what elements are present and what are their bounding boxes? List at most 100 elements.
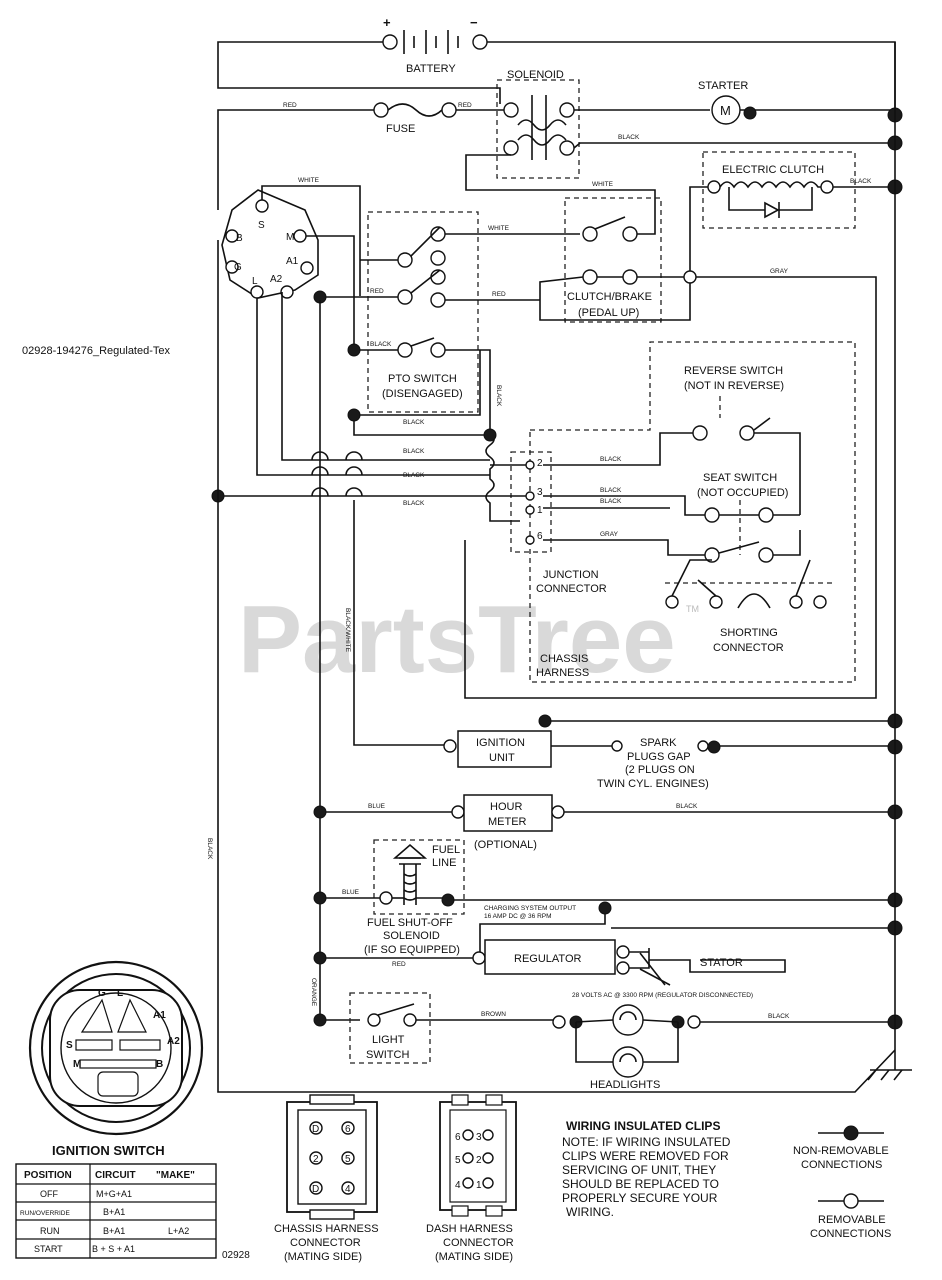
wire-black-3: BLACK — [370, 341, 392, 348]
solenoid-label: SOLENOID — [507, 69, 564, 81]
wire-red-5: RED — [392, 961, 406, 968]
pin-m: M — [286, 232, 294, 243]
chassis-conn-label-3: (MATING SIDE) — [284, 1251, 362, 1263]
black-bus: BLACK BLACK BLACK BLACK — [211, 290, 497, 507]
dash-conn-label-1: DASH HARNESS — [426, 1223, 513, 1235]
switch-pin-a1: A1 — [153, 1010, 166, 1021]
wire-black-14: BLACK — [768, 1013, 790, 1020]
hour-meter-label-2: METER — [488, 816, 527, 828]
wire-red-4: RED — [492, 291, 506, 298]
wire-black-6: BLACK — [600, 487, 622, 494]
switch-pin-g: G — [98, 988, 106, 999]
reverse-label-2: (NOT IN REVERSE) — [684, 380, 784, 392]
chassis-conn-label-2: CONNECTOR — [290, 1237, 361, 1249]
wiring-note: WIRING INSULATED CLIPS NOTE: IF WIRING I… — [562, 1119, 731, 1219]
chassis-harness-connector: D 6 2 5 D 4 CHASSIS HARNESS CONNECTOR (M… — [274, 1094, 379, 1263]
pin-g: G — [234, 262, 242, 273]
dash-pin-2: 3 — [476, 1132, 482, 1143]
starter-m: M — [720, 103, 731, 118]
watermark-tm: TM — [686, 604, 699, 614]
dash-harness-connector: 6 3 5 2 4 1 DASH HARNESS CONNECTOR (MATI… — [426, 1094, 517, 1263]
note-line-5: PROPERLY SECURE YOUR — [562, 1191, 718, 1205]
wire-white-1: WHITE — [592, 181, 614, 188]
battery-label: BATTERY — [406, 63, 456, 75]
light-switch: LIGHT SWITCH BROWN BLACK HEADLIGHTS — [313, 992, 903, 1091]
starter-label: STARTER — [698, 80, 748, 92]
starter: M STARTER — [574, 80, 903, 125]
fuel-sol-label-2: SOLENOID — [383, 930, 440, 942]
pin-s: S — [258, 220, 265, 231]
dash-pin-4: 2 — [476, 1155, 482, 1166]
charging-label-1: CHARGING SYSTEM OUTPUT — [484, 905, 576, 912]
wire-blue-1: BLUE — [368, 803, 386, 810]
shorting-label-1: SHORTING — [720, 627, 778, 639]
pin-a2: A2 — [270, 274, 283, 285]
spark-label-2: PLUGS GAP — [627, 751, 691, 763]
pto-label-1: PTO SWITCH — [388, 373, 457, 385]
wire-black-5: BLACK — [600, 456, 622, 463]
wire-black-8: BLACK — [403, 419, 425, 426]
junction-pin-3: 3 — [537, 487, 543, 498]
wire-red-2: RED — [458, 102, 472, 109]
row-run-position: RUN — [40, 1226, 60, 1236]
chassis-pin-3: 2 — [313, 1154, 319, 1165]
chassis-label-1: CHASSIS — [540, 653, 588, 665]
solenoid-white — [465, 154, 656, 235]
stator-volts: 28 VOLTS AC @ 3300 RPM (REGULATOR DISCON… — [572, 992, 753, 999]
hour-meter-label-3: (OPTIONAL) — [474, 839, 537, 851]
dash-conn-label-2: CONNECTOR — [443, 1237, 514, 1249]
chassis-label-2: HARNESS — [536, 667, 589, 679]
removable-symbol — [843, 1193, 859, 1209]
ignition-switch-title: IGNITION SWITCH — [52, 1143, 165, 1158]
shorting-label-2: CONNECTOR — [713, 642, 784, 654]
electric-clutch: ELECTRIC CLUTCH BLACK — [689, 151, 903, 273]
wire-black-10: BLACK — [403, 472, 425, 479]
wire-white-3: WHITE — [488, 225, 510, 232]
chassis-conn-label-1: CHASSIS HARNESS — [274, 1223, 379, 1235]
switch-pin-a2: A2 — [167, 1036, 180, 1047]
fuel-solenoid: FUEL LINE BLUE FUEL SHUT-OFF SOLENOID (I… — [313, 839, 903, 956]
legend-removable-2: CONNECTIONS — [810, 1228, 891, 1240]
wire-red-1: RED — [283, 102, 297, 109]
fuel-sol-label-3: (IF SO EQUIPPED) — [364, 944, 460, 956]
hour-meter-label-1: HOUR — [490, 801, 522, 813]
chassis-pin-2: 6 — [345, 1124, 351, 1135]
wire-blue-2: BLUE — [342, 889, 360, 896]
row-off-circuit: M+G+A1 — [96, 1189, 132, 1199]
fuel-line-label-2: LINE — [432, 857, 456, 869]
wire-black-1: BLACK — [618, 134, 640, 141]
fuse-label: FUSE — [386, 123, 415, 135]
row-override-circuit: B+A1 — [103, 1207, 125, 1217]
chassis-harness-region: REVERSE SWITCH (NOT IN REVERSE) BLACK SE… — [529, 341, 856, 683]
chassis-pin-4: 5 — [345, 1154, 351, 1165]
note-line-2: CLIPS WERE REMOVED FOR — [562, 1149, 729, 1163]
wire-brown: BROWN — [481, 1011, 506, 1018]
row-start-position: START — [34, 1244, 63, 1254]
ignition-switch-table: POSITION CIRCUIT "MAKE" OFF M+G+A1 RUN/O… — [15, 1163, 217, 1259]
battery-circuit: + − BATTERY — [217, 15, 896, 115]
seat-label-2: (NOT OCCUPIED) — [697, 487, 788, 499]
battery-minus: − — [470, 15, 478, 30]
clutch-brake-label-1: CLUTCH/BRAKE — [567, 291, 652, 303]
junction-pin-1: 1 — [537, 505, 543, 516]
regulator-label: REGULATOR — [514, 953, 581, 965]
wire-black-4: BLACK — [495, 385, 502, 407]
switch-pin-l: L — [117, 988, 123, 999]
chassis-pin-6: 4 — [345, 1184, 351, 1195]
pin-l: L — [252, 276, 258, 287]
nonremovable-symbol — [843, 1125, 859, 1141]
fuel-sol-label-1: FUEL SHUT-OFF — [367, 917, 453, 929]
fuel-line-label-1: FUEL — [432, 844, 460, 856]
legend-nonremovable-2: CONNECTIONS — [801, 1159, 882, 1171]
row-start-circuit: B + S + A1 — [92, 1244, 135, 1254]
light-switch-label-1: LIGHT — [372, 1034, 405, 1046]
regulator: CHARGING SYSTEM OUTPUT 16 AMP DC @ 36 RP… — [313, 901, 903, 999]
wire-gray-2: GRAY — [600, 531, 619, 538]
junction-connector: 2 3 1 6 — [485, 434, 552, 553]
dash-pin-3: 5 — [455, 1155, 461, 1166]
wire-gray-1: GRAY — [770, 268, 789, 275]
switch-pin-s: S — [66, 1040, 73, 1051]
black-white-wire — [353, 500, 450, 746]
fuse-circuit: FUSE RED RED — [217, 102, 504, 210]
table-header-make: "MAKE" — [156, 1170, 195, 1181]
